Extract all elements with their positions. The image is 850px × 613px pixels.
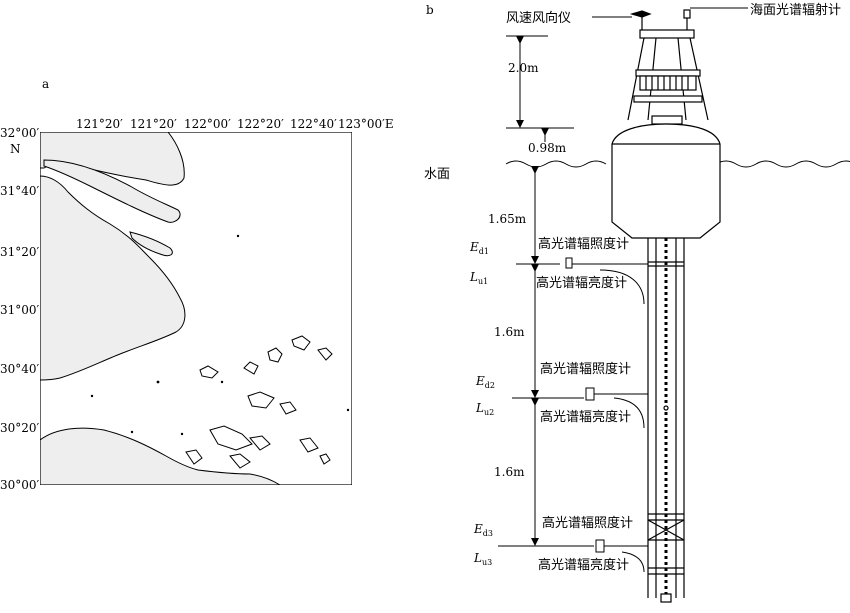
x-tick-3: 122°00′	[184, 117, 231, 131]
x-tick-5: 122°40′	[290, 117, 337, 131]
lu3-label: Lu3	[473, 551, 492, 567]
irradiance-label-3: 高光谱辐照度计	[542, 515, 633, 531]
radiance-label-3: 高光谱辐亮度计	[538, 557, 629, 573]
southern-coast	[40, 427, 281, 485]
panel-a: a 121°20′ 121°20′ 122°00′ 122°20′ 122°40…	[0, 77, 394, 492]
map-area	[40, 132, 352, 485]
panel-a-label: a	[42, 77, 49, 91]
lu1-label: Lu1	[469, 270, 488, 286]
irradiance-label-1: 高光谱辐照度计	[538, 236, 629, 252]
island-large	[43, 159, 181, 223]
y-tick-labels: 32°00′ N 31°40′ 31°20′ 31°00′ 30°40′ 30°…	[0, 126, 40, 492]
d2-label: 1.6m	[494, 325, 525, 339]
d3-label: 1.6m	[494, 465, 525, 479]
surface-radiometer-label: 海面光谱辐射计	[750, 2, 841, 18]
ed1-label: Ed1	[469, 240, 489, 256]
x-tick-1: 121°20′	[76, 117, 123, 131]
tiny-islands	[90, 234, 350, 436]
instrument-pole	[647, 238, 685, 603]
north-label: N	[10, 142, 21, 156]
y-tick-7: 30°00′	[0, 478, 40, 492]
y-tick-5: 30°40′	[0, 362, 40, 376]
y-tick-6: 30°20′	[0, 421, 40, 435]
scattered-islands	[185, 335, 333, 469]
panel-b-label: b	[426, 3, 434, 17]
y-tick-3: 31°20′	[0, 245, 40, 259]
x-tick-labels: 121°20′ 121°20′ 122°00′ 122°20′ 122°40′ …	[76, 117, 394, 131]
x-tick-6: 123°00′E	[338, 117, 394, 131]
radiance-label-2: 高光谱辐亮度计	[540, 409, 631, 425]
x-tick-2: 121°20′	[130, 117, 177, 131]
level-1-labels: Ed1 Lu1 高光谱辐照度计 高光谱辐亮度计	[469, 236, 629, 291]
wind-sensor-label: 风速风向仪	[506, 10, 571, 26]
panel-b: b 风速风向仪 海面光谱辐射计 2.0m 0.98m 水面	[424, 2, 850, 603]
y-tick-2: 31°40′	[0, 184, 40, 198]
radiance-label-1: 高光谱辐亮度计	[536, 275, 627, 291]
level-2-labels: Ed2 Lu2 高光谱辐照度计 高光谱辐亮度计	[475, 361, 631, 425]
ed3-label: Ed3	[473, 522, 493, 538]
island-small	[129, 231, 173, 257]
water-surface-label: 水面	[424, 167, 450, 182]
sensor-level-3	[498, 539, 648, 573]
level-3-labels: Ed3 Lu3 高光谱辐照度计 高光谱辐亮度计	[473, 515, 633, 573]
freeboard-label: 0.98m	[528, 141, 567, 155]
buoy-hull	[611, 123, 721, 239]
y-tick-4: 31°00′	[0, 303, 40, 317]
mainland-south	[40, 175, 186, 381]
water-line	[505, 160, 850, 168]
y-tick-1: 32°00′	[0, 126, 40, 140]
mast-height-label: 2.0m	[508, 61, 539, 75]
d1-label: 1.65m	[488, 212, 527, 226]
sensor-level-2	[512, 387, 648, 429]
buoy-tower	[627, 9, 709, 125]
ed2-label: Ed2	[475, 374, 495, 390]
irradiance-label-2: 高光谱辐照度计	[540, 361, 631, 377]
lu2-label: Lu2	[475, 401, 494, 417]
x-tick-4: 122°20′	[237, 117, 284, 131]
